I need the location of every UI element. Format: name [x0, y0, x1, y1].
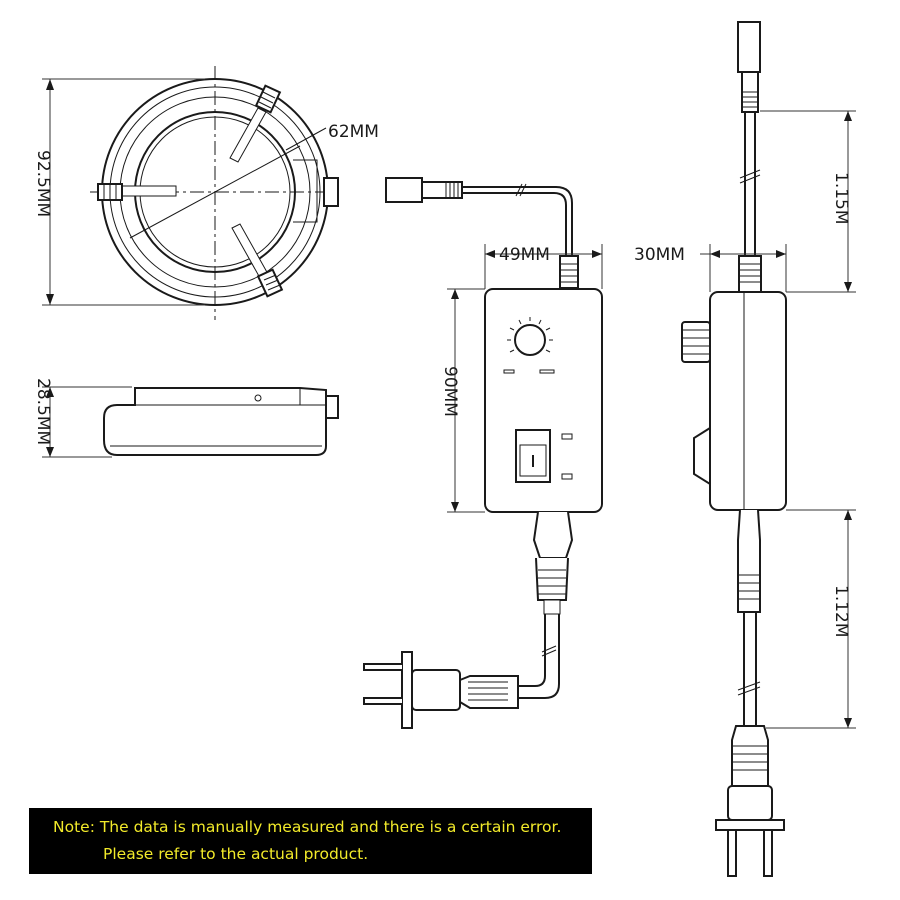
note-line-2: Please refer to the actual product.	[103, 845, 369, 863]
dim-ring-diameter: 92.5MM	[33, 150, 53, 217]
dim-box-width: 49MM	[499, 245, 550, 265]
dim-box-depth: 30MM	[634, 245, 685, 265]
dim-inner-diameter: 62MM	[328, 122, 379, 142]
knob-left-icon	[97, 183, 177, 201]
control-box-front-view: 49MM 90MM	[363, 177, 603, 729]
dial-ticks-icon	[507, 317, 553, 353]
note-banner	[29, 808, 592, 874]
dim-ring-height: 28.5MM	[33, 378, 53, 445]
ring-light-side-view: 28.5MM	[33, 378, 339, 458]
ring-light-top-view: 92.5MM 62MM	[33, 66, 379, 320]
knob-bottom-icon	[231, 223, 284, 298]
note-line-1: Note: The data is manually measured and …	[53, 818, 562, 836]
knob-top-icon	[229, 84, 282, 163]
dim-cable-lower: 1.12M	[831, 585, 851, 638]
control-box-side-view: 1.15M 1.12M 30MM	[634, 21, 856, 877]
dim-box-height: 90MM	[440, 366, 460, 417]
dim-cable-upper: 1.15M	[831, 172, 851, 225]
